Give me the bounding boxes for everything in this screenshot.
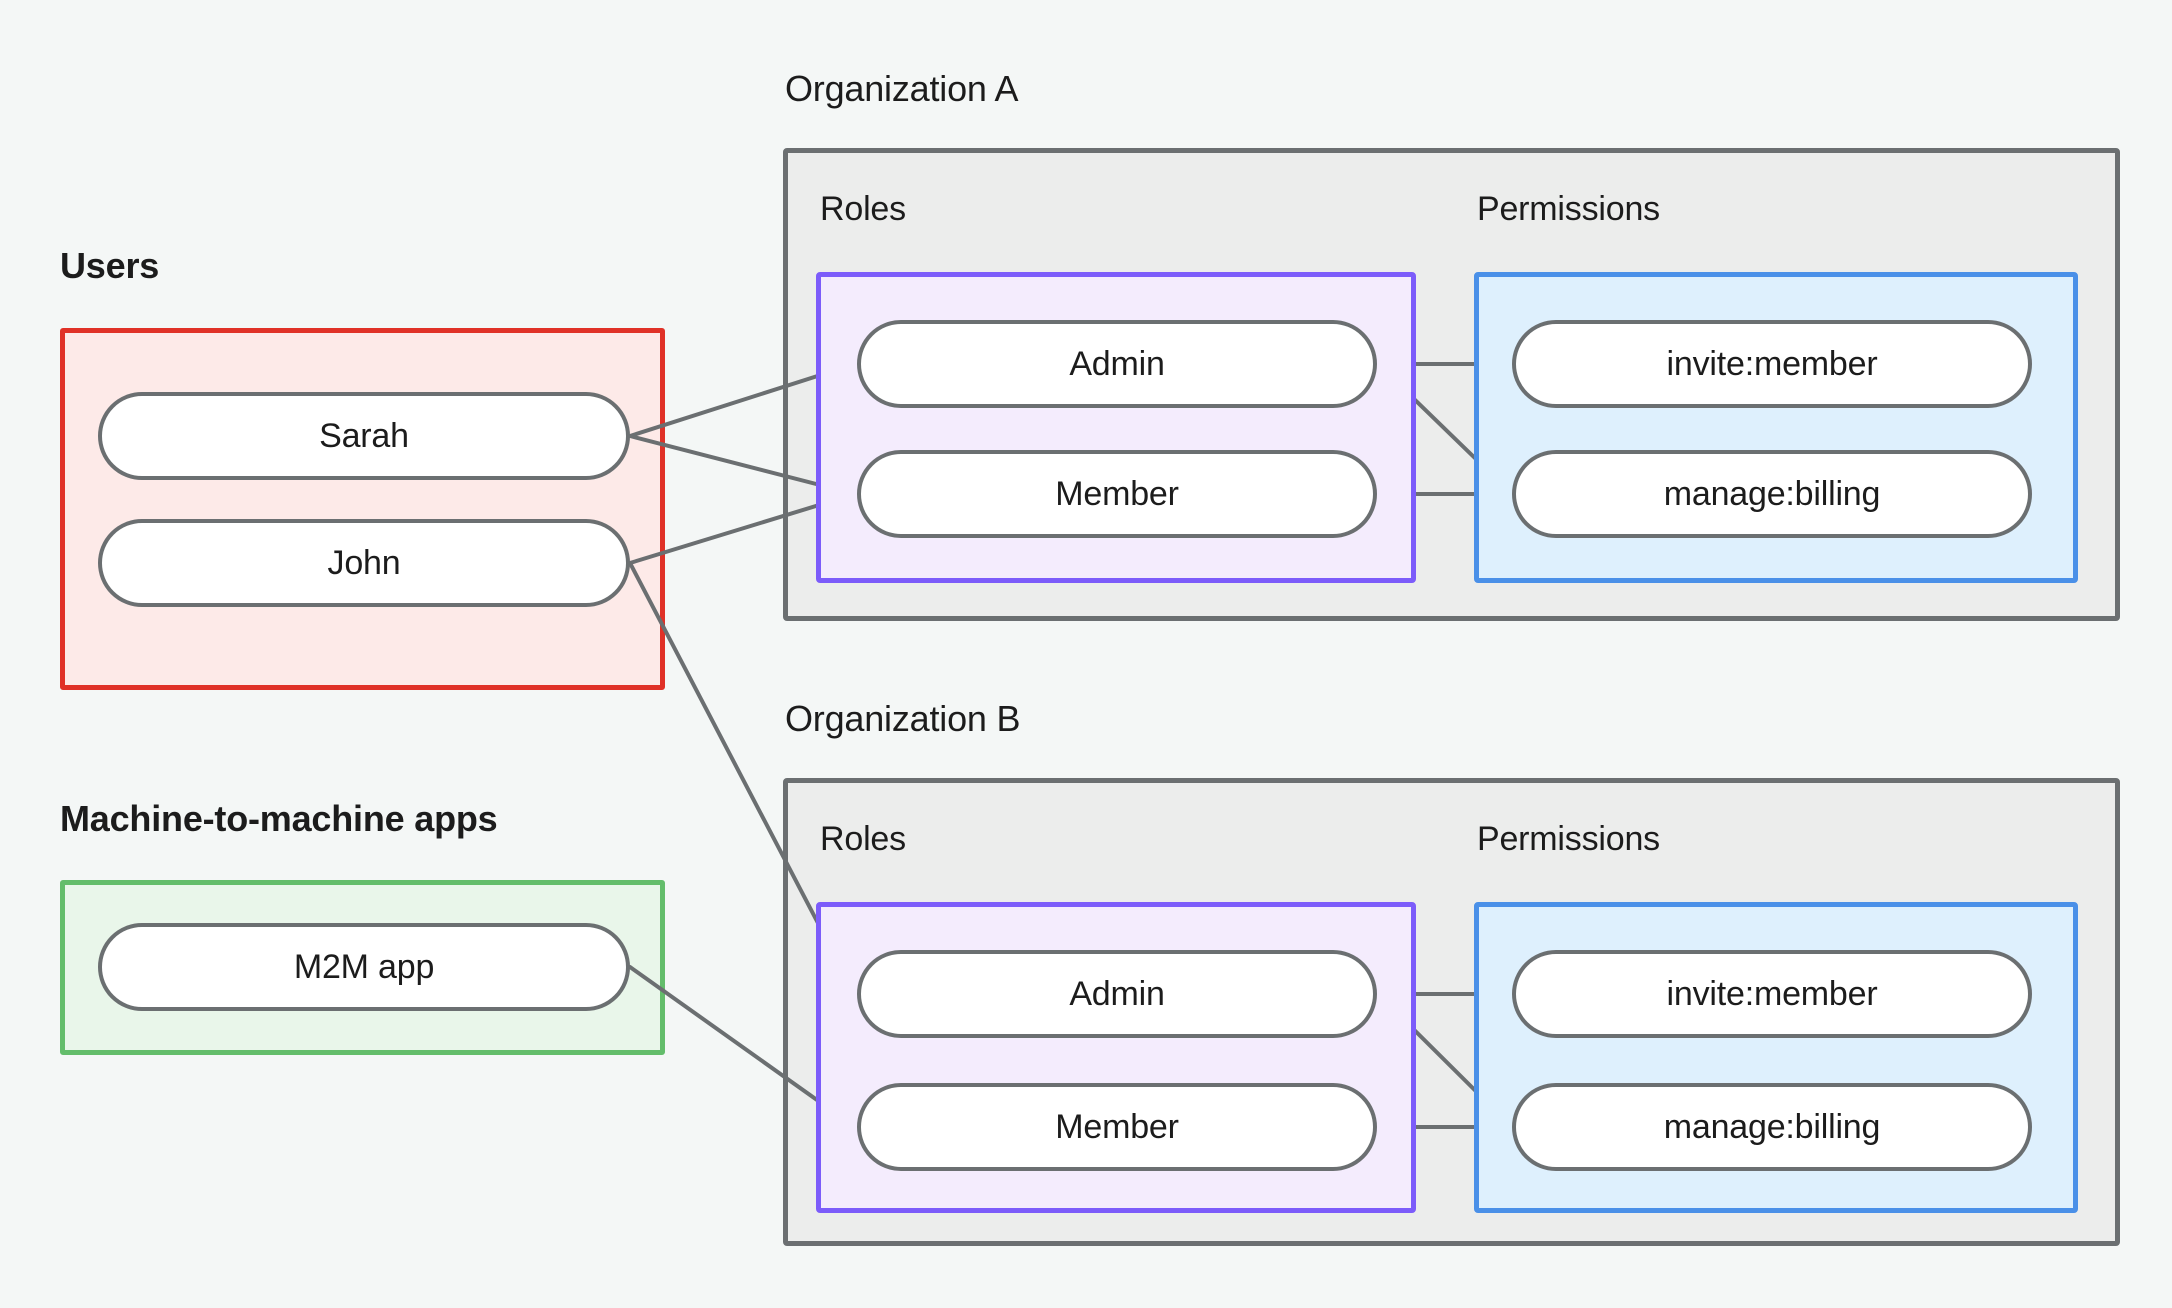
permission-node-org-a-billing[interactable]: manage:billing — [1512, 450, 2032, 538]
org-b-permissions-label: Permissions — [1477, 820, 1660, 858]
role-node-org-a-member[interactable]: Member — [857, 450, 1377, 538]
org-b-roles-label: Roles — [820, 820, 906, 858]
org-a-roles-label: Roles — [820, 190, 906, 228]
role-node-org-a-admin[interactable]: Admin — [857, 320, 1377, 408]
permission-node-org-b-billing[interactable]: manage:billing — [1512, 1083, 2032, 1171]
org-a-label: Organization A — [785, 68, 1019, 109]
user-node-sarah[interactable]: Sarah — [98, 392, 630, 480]
users-group-label: Users — [60, 245, 160, 286]
org-a-permissions-label: Permissions — [1477, 190, 1660, 228]
org-b-label: Organization B — [785, 698, 1021, 739]
permission-node-org-b-invite[interactable]: invite:member — [1512, 950, 2032, 1038]
users-group-box — [60, 328, 665, 690]
role-node-org-b-admin[interactable]: Admin — [857, 950, 1377, 1038]
permission-node-org-a-invite[interactable]: invite:member — [1512, 320, 2032, 408]
role-node-org-b-member[interactable]: Member — [857, 1083, 1377, 1171]
m2m-node-app[interactable]: M2M app — [98, 923, 630, 1011]
user-node-john[interactable]: John — [98, 519, 630, 607]
m2m-group-label: Machine-to-machine apps — [60, 798, 498, 839]
